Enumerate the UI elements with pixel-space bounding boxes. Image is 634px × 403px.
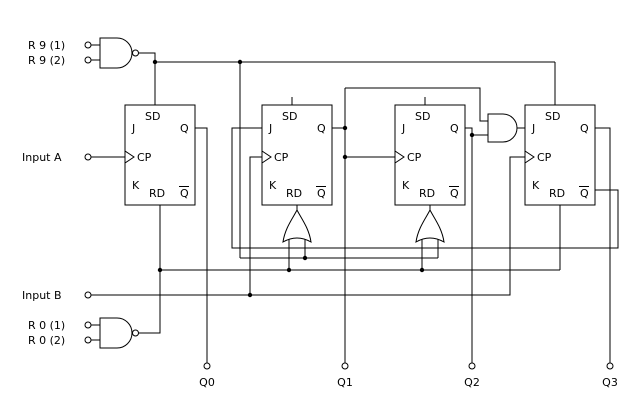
and-gate-body	[487, 113, 518, 143]
flipflop-3: SD J Q CP K RD Q	[394, 104, 466, 206]
terminal-q1	[341, 362, 349, 370]
nand-gate-r9	[99, 37, 139, 69]
inverter-bubble-icon	[132, 49, 139, 57]
flipflop-body	[261, 104, 333, 206]
clock-triangle-icon	[394, 150, 405, 164]
pin-label-sd: SD	[415, 110, 430, 123]
wire	[595, 127, 611, 363]
pin-label-qbar: Q	[580, 187, 589, 200]
label-r9-2: R 9 (2)	[28, 54, 65, 67]
or-gate-body	[282, 208, 312, 243]
pin-label-k: K	[532, 179, 540, 192]
terminal-r9-2	[84, 56, 92, 64]
pin-label-cp: CP	[407, 151, 422, 164]
label-r9-1: R 9 (1)	[28, 39, 65, 52]
and-gate-j-ff4	[487, 113, 518, 143]
pin-label-q: Q	[450, 122, 459, 135]
terminal-q0	[203, 362, 211, 370]
nand-gate-body	[99, 317, 133, 349]
wire	[345, 87, 488, 122]
terminal-r0-2	[84, 336, 92, 344]
pin-label-cp: CP	[537, 151, 552, 164]
wire	[138, 205, 161, 334]
terminal-input-b	[84, 291, 92, 299]
inverter-bubble-icon	[132, 329, 139, 337]
pin-label-sd: SD	[145, 110, 160, 123]
terminal-input-a	[84, 153, 92, 161]
pin-label-q: Q	[180, 122, 189, 135]
junction-dot	[302, 255, 308, 261]
flipflop-body	[394, 104, 466, 206]
or-gate-rd-ff3	[415, 208, 445, 243]
pin-label-rd: RD	[549, 187, 565, 200]
flipflop-4: SD J Q CP K RD Q	[524, 104, 596, 206]
pin-label-j: J	[531, 122, 535, 135]
flipflop-1: SD J Q CP K RD Q	[124, 104, 196, 206]
clock-triangle-icon	[524, 150, 535, 164]
junction-dots	[152, 59, 475, 298]
wire	[91, 156, 525, 296]
pin-label-k: K	[402, 179, 410, 192]
pin-label-cp: CP	[137, 151, 152, 164]
terminal-q2	[468, 362, 476, 370]
junction-dot	[157, 267, 163, 273]
or-gate-body	[415, 208, 445, 243]
label-q2: Q2	[464, 376, 480, 389]
pin-label-j: J	[131, 122, 135, 135]
pin-label-j: J	[268, 122, 272, 135]
nand-gate-r0	[99, 317, 139, 349]
junction-dot	[419, 267, 425, 273]
terminal-r0-1	[84, 321, 92, 329]
junction-dot	[469, 132, 475, 138]
clock-triangle-icon	[261, 150, 272, 164]
pin-label-qbar: Q	[180, 187, 189, 200]
flipflop-body	[524, 104, 596, 206]
label-q0: Q0	[199, 376, 215, 389]
or-gate-rd-ff2	[282, 208, 312, 243]
junction-dot	[247, 292, 253, 298]
wire	[138, 52, 156, 105]
wires	[91, 44, 619, 363]
pin-label-qbar: Q	[317, 187, 326, 200]
label-q3: Q3	[602, 376, 618, 389]
junction-dot	[286, 267, 292, 273]
label-input-b: Input B	[22, 289, 62, 302]
terminal-r9-1	[84, 41, 92, 49]
wire	[231, 127, 619, 249]
flipflop-2: SD J Q CP K RD Q	[261, 104, 333, 206]
pin-label-rd: RD	[149, 187, 165, 200]
nand-gate-body	[99, 37, 133, 69]
label-input-a: Input A	[22, 151, 62, 164]
pin-label-cp: CP	[274, 151, 289, 164]
pin-label-k: K	[132, 179, 140, 192]
junction-dot	[152, 59, 158, 65]
terminal-q3	[606, 362, 614, 370]
junction-dot	[342, 125, 348, 131]
label-r0-2: R 0 (2)	[28, 334, 65, 347]
pin-label-rd: RD	[286, 187, 302, 200]
wire	[465, 127, 473, 363]
pin-label-qbar: Q	[450, 187, 459, 200]
wire	[195, 127, 208, 363]
junction-dot	[237, 59, 243, 65]
pin-label-sd: SD	[282, 110, 297, 123]
pin-label-q: Q	[580, 122, 589, 135]
label-r0-1: R 0 (1)	[28, 319, 65, 332]
outputs: Q0 Q1 Q2 Q3	[199, 362, 618, 389]
wire	[249, 156, 262, 295]
pin-label-k: K	[269, 179, 277, 192]
junction-dot	[342, 154, 348, 160]
pin-label-q: Q	[317, 122, 326, 135]
pin-label-rd: RD	[419, 187, 435, 200]
pin-label-sd: SD	[545, 110, 560, 123]
clock-triangle-icon	[124, 150, 135, 164]
label-q1: Q1	[337, 376, 353, 389]
inputs: R 9 (1) R 9 (2) Input A Input B R 0 (1) …	[22, 39, 92, 347]
flipflop-body	[124, 104, 196, 206]
pin-label-j: J	[401, 122, 405, 135]
